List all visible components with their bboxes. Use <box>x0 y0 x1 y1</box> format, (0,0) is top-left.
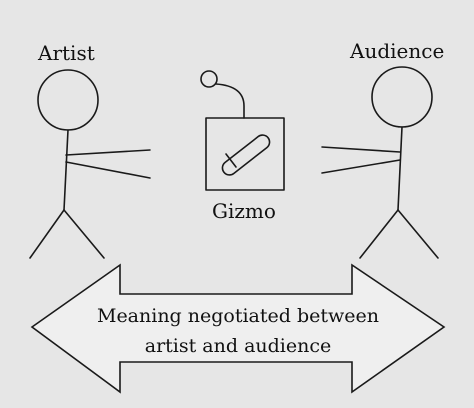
gizmo-device <box>200 70 285 191</box>
meaning-text-line1: Meaning negotiated between <box>97 305 379 327</box>
audience-label: Audience <box>349 39 444 63</box>
audience-leg-left <box>359 209 399 259</box>
artist-leg-left <box>29 209 65 259</box>
artist-figure <box>29 69 151 259</box>
gizmo-capsule-icon <box>221 134 271 176</box>
artist-leg-right <box>63 209 105 259</box>
artist-body <box>63 129 69 211</box>
artist-label: Artist <box>37 41 95 65</box>
audience-arm-lower <box>321 159 401 174</box>
audience-figure <box>321 66 439 259</box>
meaning-text-line2: artist and audience <box>145 335 331 357</box>
artist-head <box>37 69 99 131</box>
audience-leg-right <box>397 209 439 259</box>
artist-arm-upper <box>65 149 151 156</box>
gizmo-label: Gizmo <box>212 199 276 223</box>
artist-arm-lower <box>65 161 151 179</box>
double-headed-arrow <box>30 263 446 394</box>
audience-body <box>397 126 403 211</box>
gizmo-capsule-divider <box>225 153 237 168</box>
audience-arm-upper <box>321 146 401 153</box>
gizmo-antenna-knob <box>200 70 218 88</box>
gizmo-box <box>205 117 285 191</box>
gizmo-antenna-wire <box>215 83 245 119</box>
audience-head <box>371 66 433 128</box>
